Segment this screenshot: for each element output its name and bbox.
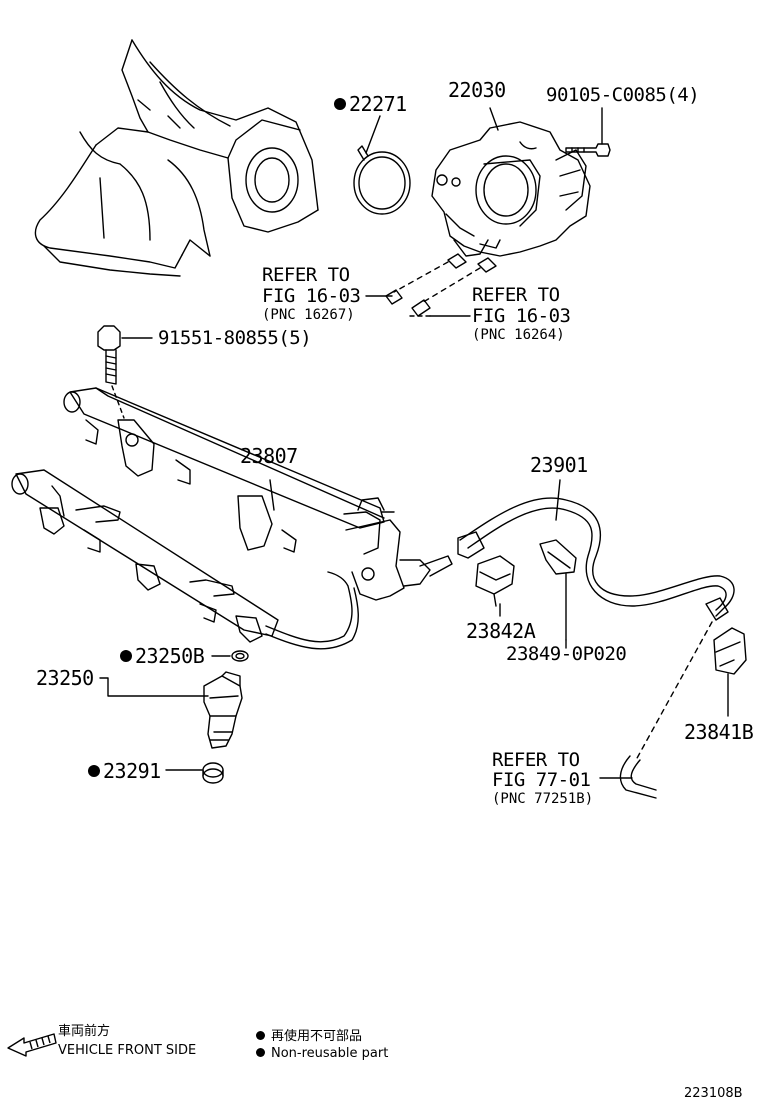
- part-label-23250: 23250: [36, 666, 94, 690]
- legend-front-jp: 車両前方: [58, 1024, 111, 1039]
- clip-23849-drawing: [539, 539, 577, 575]
- legend-nonreuse-en: Non-reusable part: [256, 1047, 388, 1060]
- non-reusable-dot-icon: [256, 1031, 265, 1040]
- refer-bottom-pnc: (PNC 77251B): [492, 791, 594, 807]
- refer-right-pnc: (PNC 16264): [472, 327, 565, 343]
- clip-23842a-drawing: [475, 555, 515, 595]
- rail-bolt-drawing: [97, 325, 153, 419]
- rear-fuel-rail-drawing: [63, 387, 453, 601]
- refer-right-line2: FIG 16-03: [472, 305, 571, 327]
- figure-reference: 223108B: [684, 1086, 743, 1101]
- throttle-body-drawing: [431, 107, 591, 257]
- part-label-23807: 23807: [240, 444, 298, 468]
- part-label-23250B: 23250B: [120, 646, 205, 666]
- part-label-90105: 90105-C0085(4): [546, 84, 700, 106]
- refer-bottom-line1: REFER TO: [492, 749, 580, 771]
- throttle-bolt-drawing: [565, 107, 611, 157]
- refer-right-line1: REFER TO: [472, 284, 560, 306]
- clip-23841b-drawing: [713, 627, 747, 675]
- refer-left-pnc: (PNC 16267): [262, 307, 355, 323]
- refer-left-line1: REFER TO: [262, 264, 350, 286]
- part-label-23291: 23291: [88, 761, 161, 781]
- gasket-drawing: [353, 115, 411, 215]
- intake-manifold-drawing: [34, 39, 319, 277]
- injector-drawing: [202, 650, 249, 784]
- refer-bottom-line2: FIG 77-01: [492, 769, 591, 791]
- legend-front-en: VEHICLE FRONT SIDE: [58, 1043, 197, 1058]
- refer-left-line2: FIG 16-03: [262, 285, 361, 307]
- non-reusable-dot-icon: [88, 765, 100, 777]
- legend-nonreuse-jp: 再使用不可部品: [256, 1030, 362, 1043]
- front-arrow-icon: [7, 1033, 57, 1057]
- part-label-23841B: 23841B: [684, 720, 754, 744]
- part-label-91551: 91551-80855(5): [158, 327, 312, 349]
- non-reusable-dot-icon: [256, 1048, 265, 1057]
- part-label-23901: 23901: [530, 453, 588, 477]
- part-label-23842A: 23842A: [466, 619, 536, 643]
- part-label-22030: 22030: [448, 78, 506, 102]
- part-label-22271: 22271: [334, 94, 407, 114]
- non-reusable-dot-icon: [334, 98, 346, 110]
- part-label-23849: 23849-0P020: [506, 643, 627, 665]
- non-reusable-dot-icon: [120, 650, 132, 662]
